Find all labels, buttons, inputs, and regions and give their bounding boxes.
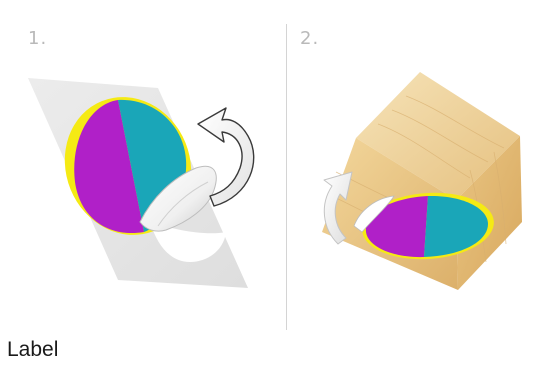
caption: Label [7, 338, 58, 362]
step-2-apply-illustration [287, 0, 534, 340]
step-1-peel-illustration [0, 0, 286, 340]
